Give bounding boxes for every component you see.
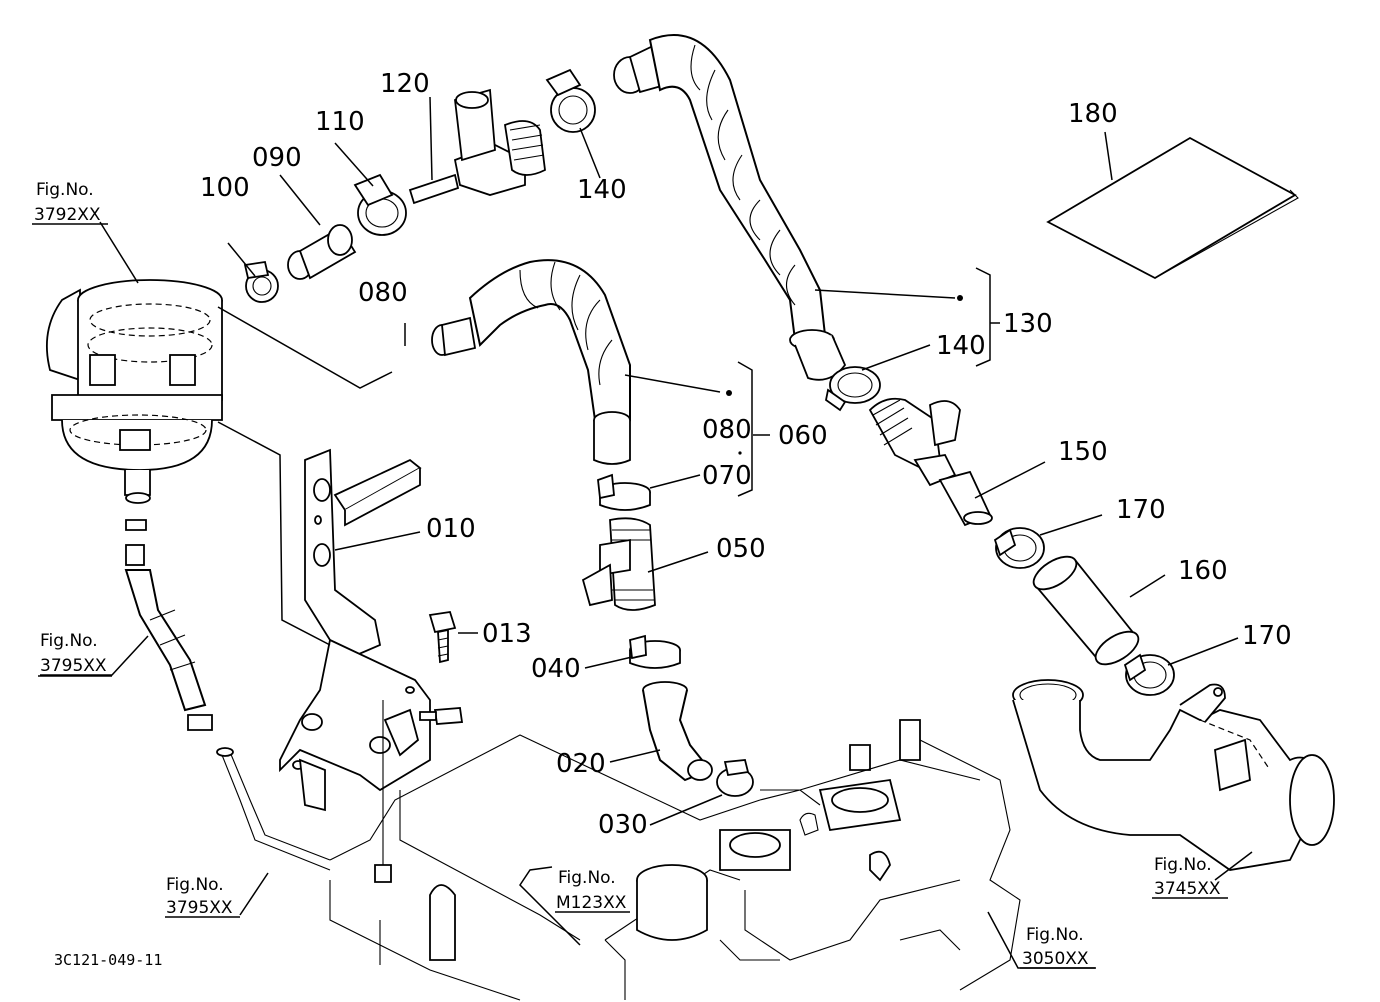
fig-ref-3792-number: 3792XX: [34, 205, 101, 225]
label-080-top: 080: [358, 278, 408, 308]
hose-130-drawing: [613, 34, 847, 381]
label-140-top: 140: [577, 175, 627, 205]
label-010: 010: [426, 514, 476, 544]
air-cleaner-drawing: [45, 279, 223, 504]
sheet-180-drawing: [1046, 136, 1299, 280]
fig-ref-3745-label: Fig.No.: [1154, 855, 1212, 875]
part-labels: 180 120 110 090 100 140 080 130 140 080 …: [200, 69, 1292, 840]
label-050: 050: [716, 534, 766, 564]
label-130: 130: [1003, 309, 1053, 339]
fig-ref-3050-number: 3050XX: [1022, 949, 1089, 969]
fig-ref-M123-label: Fig.No.: [558, 868, 616, 888]
label-070: 070: [702, 461, 752, 491]
label-013: 013: [482, 619, 532, 649]
label-030: 030: [598, 810, 648, 840]
hose-020-drawing: [642, 681, 713, 782]
label-140-mid: 140: [936, 331, 986, 361]
hose-160-drawing: [1032, 555, 1140, 666]
bracket-drawing: [279, 448, 464, 883]
label-020: 020: [556, 749, 606, 779]
fig-refs: Fig.No. 3792XX Fig.No. 3795XX Fig.No. 37…: [34, 180, 1221, 969]
label-060: 060: [778, 421, 828, 451]
label-170-top: 170: [1116, 495, 1166, 525]
diagram-code: 3C121-049-11: [54, 951, 162, 969]
label-110: 110: [315, 107, 365, 137]
leader-lines: [40, 96, 1253, 969]
label-160: 160: [1178, 556, 1228, 586]
label-170-bottom: 170: [1242, 621, 1292, 651]
clamp-140-mid-drawing: [825, 366, 881, 412]
fig-ref-3745-number: 3745XX: [1154, 879, 1221, 899]
clamp-170-bottom-drawing: [1123, 653, 1175, 696]
label-180: 180: [1068, 99, 1118, 129]
clamp-110-drawing: [353, 173, 407, 236]
valve-120-drawing: [408, 88, 546, 205]
fig-ref-3792-label: Fig.No.: [36, 180, 94, 200]
fig-ref-3795a-label: Fig.No.: [40, 631, 98, 651]
clamp-140-top-drawing: [545, 68, 596, 133]
clamp-030-drawing: [716, 759, 821, 806]
fig-ref-3795b-label: Fig.No.: [166, 875, 224, 895]
clamp-040-drawing: [629, 634, 681, 669]
engine-block-drawing: [329, 719, 1021, 1001]
hose-060-drawing: [431, 259, 631, 465]
label-120: 120: [380, 69, 430, 99]
fig-ref-3795a-number: 3795XX: [40, 656, 107, 676]
label-100: 100: [200, 173, 250, 203]
label-090: 090: [252, 143, 302, 173]
drain-hose-drawing: [124, 519, 331, 871]
clamp-170-top-drawing: [993, 527, 1045, 569]
label-080-mid: 080: [702, 415, 752, 445]
fig-ref-3795b-number: 3795XX: [166, 898, 233, 918]
clamp-100-drawing: [243, 260, 279, 303]
hose-090-drawing: [287, 224, 357, 280]
label-040: 040: [531, 654, 581, 684]
fitting-150-drawing: [868, 397, 993, 527]
fig-ref-3050-label: Fig.No.: [1026, 925, 1084, 945]
fitting-050-drawing: [581, 517, 656, 611]
outlet-pipe-drawing: [1012, 679, 1335, 871]
fig-ref-M123-number: M123XX: [556, 893, 627, 913]
clamp-070-drawing: [597, 473, 651, 511]
fig-ref-underlines: [32, 223, 1228, 969]
label-150: 150: [1058, 437, 1108, 467]
